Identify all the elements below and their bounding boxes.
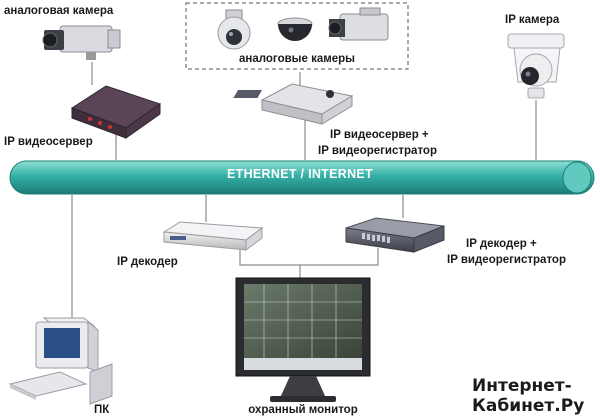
- ip-camera-icon: [507, 33, 565, 99]
- analog-camera-icon: [42, 25, 121, 60]
- ip-videoserver-recorder-label-line1: IP видеосервер +: [330, 129, 429, 141]
- ethernet-bus: [9, 160, 595, 195]
- ip-videoserver-device-icon: [70, 85, 162, 139]
- security-monitor-icon: [235, 277, 371, 402]
- box-camera-icon: [328, 7, 389, 41]
- ip-videoserver-recorder-label-line2: IP видеорегистратор: [318, 145, 437, 157]
- ptz-dome-camera-icon: [217, 9, 251, 50]
- pc-computer-icon: [8, 317, 113, 405]
- analog-camera-label: аналоговая камера: [4, 5, 114, 17]
- watermark-logo: Интернет- Кабинет.Ру: [472, 376, 584, 416]
- ip-decoder-recorder-label-line2: IP видеорегистратор: [447, 254, 566, 266]
- security-monitor-label: охранный монитор: [248, 404, 358, 416]
- watermark-line1: Интернет-: [472, 376, 572, 396]
- ip-decoder-device-icon: [162, 221, 264, 251]
- ethernet-internet-label: ETHERNET / INTERNET: [227, 167, 373, 181]
- watermark-line2: Кабинет.Ру: [472, 396, 585, 416]
- ip-videoserver-label: IP видеосервер: [4, 136, 93, 148]
- ip-decoder-recorder-device-icon: [345, 217, 445, 253]
- analog-cameras-label: аналоговые камеры: [239, 53, 355, 65]
- ip-decoder-recorder-label-line1: IP декодер +: [466, 238, 537, 250]
- ip-camera-label: IP камера: [505, 14, 560, 26]
- ip-videoserver-recorder-device-icon: [233, 83, 354, 125]
- pc-label: ПК: [94, 404, 110, 416]
- analog-cameras-group-frame: [185, 2, 409, 70]
- connector-lines: [71, 62, 537, 318]
- dome-camera-icon: [277, 17, 313, 41]
- ip-decoder-label: IP декодер: [117, 256, 178, 268]
